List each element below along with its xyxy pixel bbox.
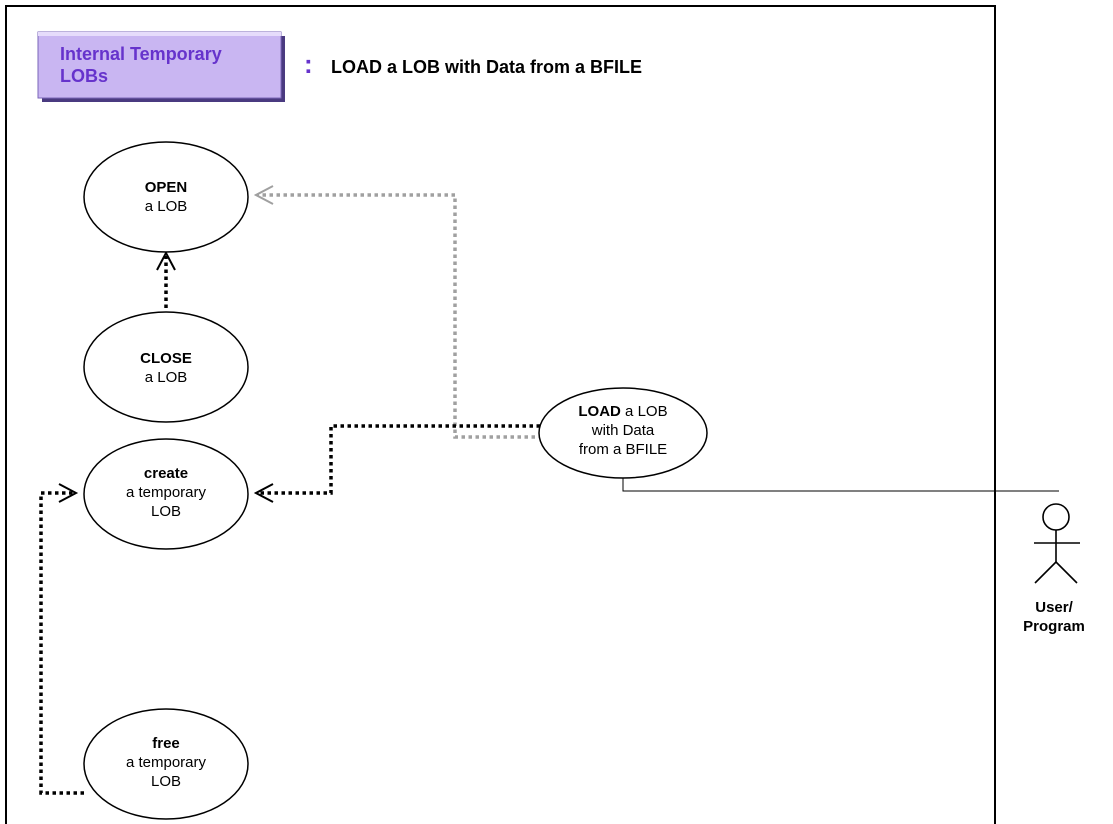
use-case-free-label-2: a temporary (126, 754, 207, 771)
title-separator: : (304, 49, 313, 79)
dependency-close-to-open (156, 250, 176, 322)
use-case-open-label-bold: OPEN (145, 179, 188, 196)
category-badge: Internal Temporary LOBs (37, 31, 285, 102)
actor-label-2: Program (1023, 618, 1085, 635)
use-case-load-label-bold: LOAD (578, 403, 621, 420)
page-title: LOAD a LOB with Data from a BFILE (331, 57, 642, 77)
use-case-load-label-1: LOAD a LOB (578, 403, 667, 420)
use-case-load-label-1-rest: a LOB (621, 403, 668, 420)
actor-stick-figure-icon (1034, 503, 1080, 584)
actor-user-program: User/ Program (1023, 503, 1085, 635)
use-case-create-label-3: LOB (151, 503, 181, 520)
use-case-close-label-2: a LOB (145, 369, 188, 386)
dependency-free-to-create (39, 483, 84, 795)
use-case-free-label-bold: free (152, 735, 180, 752)
use-case-open-label-2: a LOB (145, 198, 188, 215)
use-case-close[interactable]: CLOSE a LOB (83, 311, 249, 423)
use-case-load-from-bfile[interactable]: LOAD a LOB with Data from a BFILE (538, 387, 708, 479)
use-case-free-label-3: LOB (151, 773, 181, 790)
use-case-open[interactable]: OPEN a LOB (83, 141, 249, 253)
association-load-actor (622, 478, 1059, 492)
category-line-2: LOBs (60, 66, 108, 86)
use-case-load-label-3: from a BFILE (579, 441, 667, 458)
dependency-load-to-create (253, 424, 540, 503)
category-line-1: Internal Temporary (60, 44, 222, 64)
use-case-create-label-2: a temporary (126, 484, 207, 501)
dependency-load-to-open (253, 185, 535, 439)
use-case-create-temporary[interactable]: create a temporary LOB (83, 438, 249, 550)
use-case-load-label-2: with Data (591, 422, 655, 439)
use-case-create-label-bold: create (144, 465, 188, 482)
actor-label-1: User/ (1035, 599, 1073, 616)
use-case-free-temporary[interactable]: free a temporary LOB (83, 708, 249, 820)
use-case-close-label-bold: CLOSE (140, 350, 192, 367)
